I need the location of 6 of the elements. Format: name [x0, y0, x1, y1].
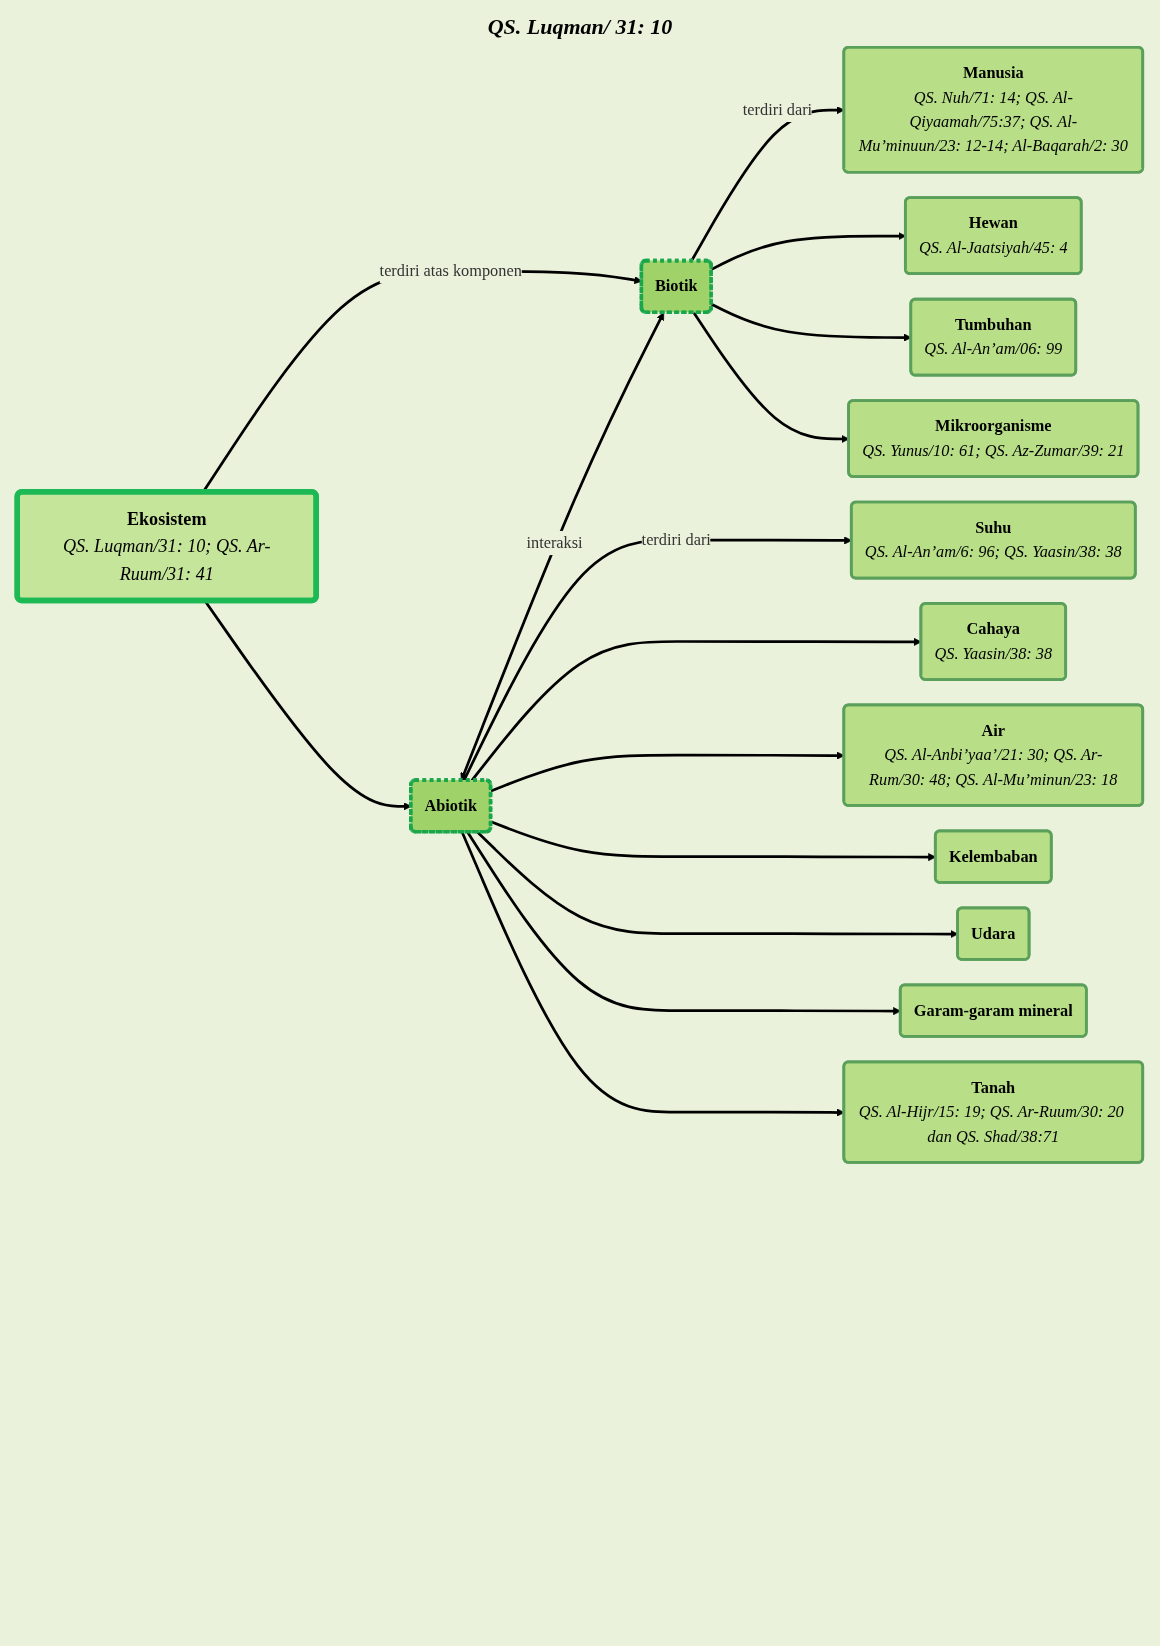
- edge-label: terdiri dari: [742, 100, 813, 119]
- edge-label: interaksi: [526, 533, 583, 552]
- edge-label: terdiri dari: [641, 530, 711, 549]
- edge-label: terdiri atas komponen: [379, 261, 522, 280]
- arrow: [460, 312, 665, 781]
- reference-note: QS. Luqman/ 31: 10: [487, 14, 673, 39]
